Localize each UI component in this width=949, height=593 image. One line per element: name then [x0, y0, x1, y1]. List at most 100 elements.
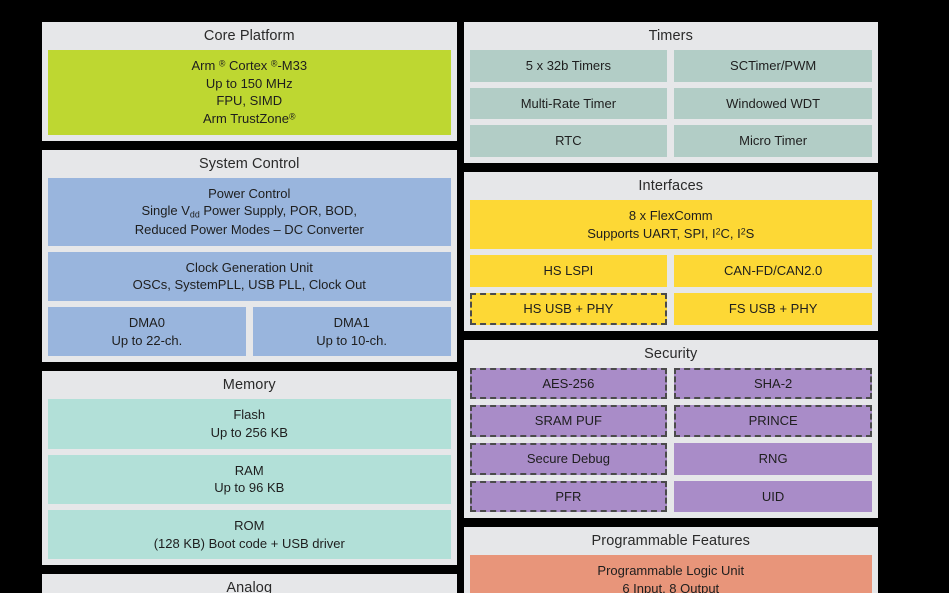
block-line: DMA0 [128, 314, 165, 330]
block-rng[interactable]: RNG [674, 443, 872, 475]
security-row-4: PFR UID [469, 480, 872, 513]
timers-row-3: RTC Micro Timer [469, 125, 872, 158]
timers-row-2: Multi-Rate Timer Windowed WDT [469, 87, 872, 120]
panel-title-memory: Memory [222, 377, 276, 394]
block-line: SHA-2 [753, 375, 793, 391]
block-line: HS LSPI [543, 263, 594, 279]
security-row-1: AES-256 SHA-2 [469, 367, 872, 400]
panel-title-security: Security [644, 345, 698, 362]
block-uid[interactable]: UID [674, 480, 872, 513]
panel-analog: Analog ADC 16b 2MSPS ACMP Temp Sensor [42, 574, 457, 593]
block-line: Supports UART, SPI, I2C, I2S [587, 225, 755, 241]
block-clock-generation-unit[interactable]: Clock Generation Unit OSCs, SystemPLL, U… [48, 251, 451, 301]
timers-row-1: 5 x 32b Timers SCTimer/PWM [469, 50, 872, 82]
memory-row-ram: RAM Up to 96 KB [48, 454, 451, 504]
block-line: Power Control [208, 185, 291, 201]
panel-core-platform: Core Platform Arm ® Cortex ®-M33 Up to 1… [42, 22, 457, 141]
block-line: SRAM PUF [534, 413, 602, 429]
panel-title-programmable-features: Programmable Features [591, 533, 750, 550]
panel-title-analog: Analog [226, 580, 273, 593]
left-column: Core Platform Arm ® Cortex ®-M33 Up to 1… [42, 22, 457, 593]
interfaces-row-2: HS USB + PHY FS USB + PHY [469, 293, 872, 325]
superscript-two: 2 [715, 226, 721, 237]
block-fs-usb-phy[interactable]: FS USB + PHY [674, 293, 872, 325]
block-line: Up to 256 KB [210, 424, 288, 440]
block-line: Secure Debug [526, 451, 610, 467]
right-column: Timers 5 x 32b Timers SCTimer/PWM Multi-… [463, 22, 878, 593]
block-programmable-logic-unit[interactable]: Programmable Logic Unit 6 Input, 8 Outpu… [469, 555, 872, 593]
block-line: Arm TrustZone® [203, 111, 296, 127]
panel-title-system-control: System Control [198, 155, 300, 172]
block-line: (128 KB) Boot code + USB driver [153, 535, 345, 551]
block-line: Windowed WDT [726, 95, 821, 111]
block-line: Flash [233, 407, 266, 423]
panel-memory: Memory Flash Up to 256 KB RAM Up to 96 K… [42, 371, 457, 566]
block-cortex-m33[interactable]: Arm ® Cortex ®-M33 Up to 150 MHz FPU, SI… [48, 50, 451, 135]
block-line: Up to 22-ch. [111, 332, 183, 348]
panel-title-interfaces: Interfaces [638, 178, 704, 195]
block-line: HS USB + PHY [523, 301, 614, 317]
block-line: Single Vdd Power Supply, POR, BOD, [141, 203, 357, 220]
block-line: PRINCE [748, 413, 798, 429]
block-line: OSCs, SystemPLL, USB PLL, Clock Out [132, 277, 366, 293]
block-rtc[interactable]: RTC [469, 125, 668, 158]
block-line: Reduced Power Modes – DC Converter [134, 221, 364, 237]
security-row-3: Secure Debug RNG [469, 443, 872, 475]
block-line: Programmable Logic Unit [597, 563, 745, 579]
block-line: CAN-FD/CAN2.0 [724, 263, 823, 279]
block-ram[interactable]: RAM Up to 96 KB [48, 454, 451, 504]
block-line: DMA1 [333, 314, 370, 330]
block-pfr[interactable]: PFR [469, 480, 668, 513]
block-line: Up to 96 KB [214, 480, 285, 496]
block-windowed-wdt[interactable]: Windowed WDT [674, 87, 872, 120]
block-hs-lspi[interactable]: HS LSPI [469, 255, 668, 288]
block-line: RAM [234, 462, 264, 478]
panel-programmable-features: Programmable Features Programmable Logic… [463, 527, 878, 593]
block-secure-debug[interactable]: Secure Debug [469, 443, 668, 475]
block-dma1[interactable]: DMA1 Up to 10-ch. [252, 306, 451, 357]
block-line: Multi-Rate Timer [520, 95, 617, 111]
block-line: Arm ® Cortex ®-M33 [191, 58, 308, 74]
power-control-row: Power Control Single Vdd Power Supply, P… [48, 177, 451, 246]
interfaces-row-1: HS LSPI CAN-FD/CAN2.0 [469, 255, 872, 288]
subscript-dd: dd [189, 209, 200, 220]
block-multi-rate-timer[interactable]: Multi-Rate Timer [469, 87, 668, 120]
block-can-fd[interactable]: CAN-FD/CAN2.0 [674, 255, 872, 288]
block-flash[interactable]: Flash Up to 256 KB [48, 399, 451, 449]
panel-title-core-platform: Core Platform [203, 28, 295, 44]
panel-timers: Timers 5 x 32b Timers SCTimer/PWM Multi-… [463, 22, 878, 164]
block-sha-2[interactable]: SHA-2 [674, 367, 872, 400]
memory-row-flash: Flash Up to 256 KB [48, 399, 451, 449]
programmable-features-row: Programmable Logic Unit 6 Input, 8 Outpu… [469, 555, 872, 593]
memory-row-rom: ROM (128 KB) Boot code + USB driver [48, 509, 451, 560]
block-line: FS USB + PHY [728, 301, 818, 317]
block-line: SCTimer/PWM [730, 58, 817, 74]
block-line: Up to 10-ch. [316, 332, 388, 348]
core-platform-row: Arm ® Cortex ®-M33 Up to 150 MHz FPU, SI… [48, 50, 451, 135]
block-line: FPU, SIMD [216, 93, 283, 109]
block-micro-timer[interactable]: Micro Timer [674, 125, 872, 158]
block-hs-usb-phy[interactable]: HS USB + PHY [469, 293, 668, 325]
block-prince[interactable]: PRINCE [674, 405, 872, 438]
block-line: Clock Generation Unit [185, 259, 313, 275]
block-line: AES-256 [542, 375, 595, 391]
panel-title-timers: Timers [648, 28, 693, 44]
registered-icon: ® [288, 111, 296, 122]
block-line: 6 Input, 8 Output [622, 581, 720, 593]
block-line: Micro Timer [739, 133, 808, 149]
block-32b-timers[interactable]: 5 x 32b Timers [469, 50, 668, 82]
block-dma0[interactable]: DMA0 Up to 22-ch. [48, 306, 246, 357]
block-flexcomm[interactable]: 8 x FlexComm Supports UART, SPI, I2C, I2… [469, 200, 872, 250]
block-aes-256[interactable]: AES-256 [469, 367, 668, 400]
block-line: 8 x FlexComm [628, 208, 713, 224]
block-line: RTC [555, 133, 582, 149]
security-row-2: SRAM PUF PRINCE [469, 405, 872, 438]
block-line: Up to 150 MHz [205, 75, 293, 91]
block-power-control[interactable]: Power Control Single Vdd Power Supply, P… [48, 177, 451, 246]
block-line: UID [761, 488, 785, 504]
block-rom[interactable]: ROM (128 KB) Boot code + USB driver [48, 509, 451, 560]
block-sctimer-pwm[interactable]: SCTimer/PWM [674, 50, 872, 82]
panel-security: Security AES-256 SHA-2 SRAM PUF PRINCE [463, 339, 878, 519]
block-sram-puf[interactable]: SRAM PUF [469, 405, 668, 438]
